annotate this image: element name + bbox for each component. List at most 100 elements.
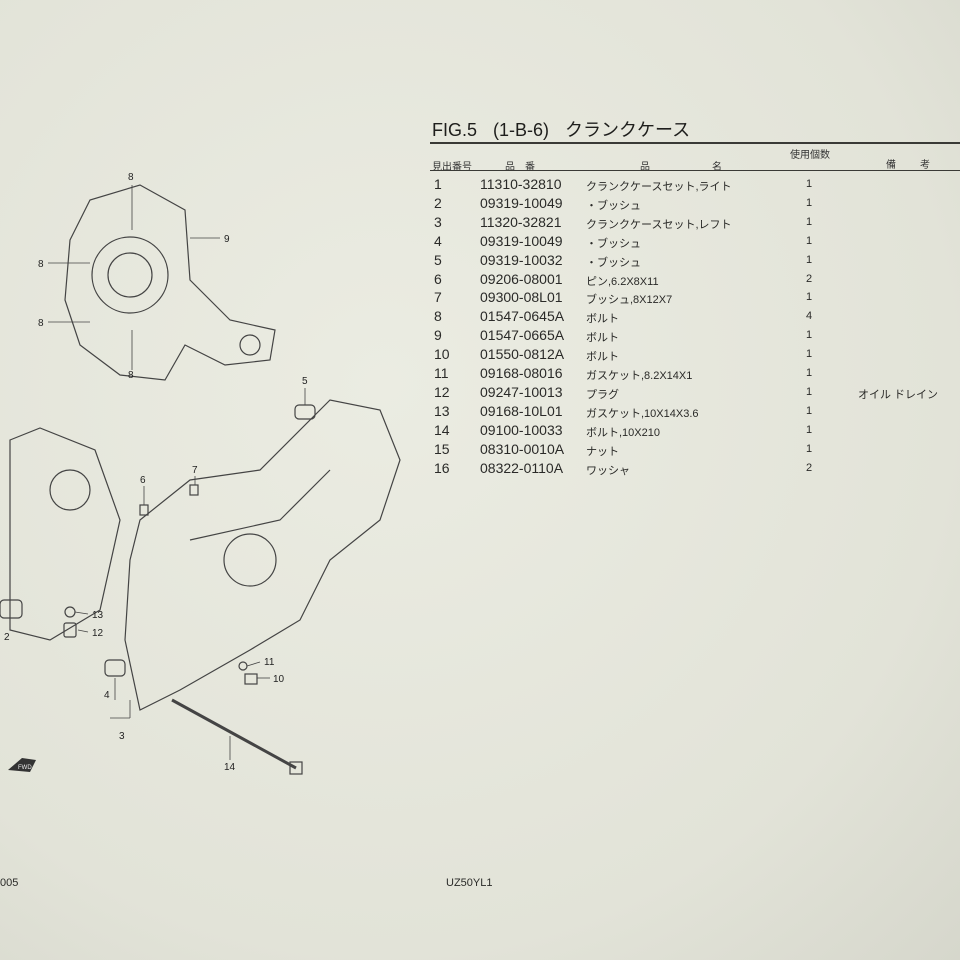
page-number: 005 (0, 877, 19, 889)
quantity: 1 (806, 215, 813, 228)
callout-5: 5 (302, 376, 308, 387)
col-ref-no: 見出番号 (432, 162, 472, 173)
ref-no: 3 (434, 213, 442, 230)
part-number: 09168-08016 (480, 365, 563, 381)
callout-8: 8 (38, 318, 44, 329)
table-row: 3 11320-32821 クランクケースセット,レフト 1 (430, 214, 960, 233)
table-row: 12 09247-10013 プラグ 1 オイル ドレイン (430, 384, 960, 403)
fwd-label: FWD (18, 765, 32, 771)
ref-no: 15 (434, 440, 450, 457)
ref-no: 8 (434, 308, 442, 325)
fig-number: FIG.5 (432, 120, 478, 140)
table-row: 1 11310-32810 クランクケースセット,ライト 1 (430, 176, 960, 195)
col-remarks-a: 備 (886, 160, 896, 171)
crankcase-left-outline (124, 399, 401, 711)
part-number: 01547-0665A (480, 327, 565, 344)
part-name: ピン,6.2X8X11 (586, 275, 659, 288)
callout-10: 10 (273, 674, 285, 685)
part-number: 11320-32821 (480, 213, 562, 230)
callout-8: 8 (128, 172, 134, 183)
callout-9: 9 (224, 234, 230, 245)
col-name-b: 名 (712, 162, 722, 173)
part-name: プラグ (586, 388, 619, 401)
header-rule (430, 170, 960, 171)
part-number: 01547-0645A (480, 308, 565, 325)
quantity: 1 (806, 234, 813, 247)
quantity: 1 (806, 196, 813, 209)
quantity: 2 (806, 461, 813, 474)
ref-no: 6 (434, 270, 442, 287)
part-name: ボルト (586, 351, 619, 364)
part-number: 09247-10013 (480, 383, 563, 400)
part-name: ガスケット,8.2X14X1 (586, 370, 693, 382)
crankcase-right-outline (64, 184, 276, 381)
part-name: クランクケースセット,レフト (586, 218, 732, 231)
ref-no: 7 (434, 289, 442, 306)
ref-no: 11 (434, 365, 449, 381)
ref-no: 5 (434, 251, 442, 268)
part-name: ボルト (586, 313, 619, 326)
callout-2: 2 (4, 632, 10, 643)
table-row: 14 09100-10033 ボルト,10X210 1 (430, 422, 960, 441)
table-row: 11 09168-08016 ガスケット,8.2X14X1 1 (430, 365, 960, 384)
fig-title: クランクケース (565, 120, 691, 140)
forward-arrow-icon: FWD (8, 758, 36, 772)
part-name: ガスケット,10X14X3.6 (586, 407, 699, 420)
part-number: 09206-08001 (480, 270, 563, 287)
exploded-diagram: 8 9 8 8 8 5 7 6 13 12 2 11 10 4 3 14 FWD (0, 172, 401, 775)
part-name: クランクケースセット,ライト (586, 181, 732, 193)
part-number: 11310-32810 (480, 176, 562, 192)
part-name: ・ブッシュ (586, 199, 641, 212)
part-name: ・ブッシュ (586, 256, 641, 269)
ref-no: 14 (434, 421, 450, 438)
col-name-a: 品 (640, 162, 650, 173)
ref-no: 9 (434, 327, 442, 344)
callout-14: 14 (224, 762, 236, 773)
quantity: 1 (806, 442, 813, 455)
callout-8: 8 (128, 370, 134, 381)
part-number: 09319-10032 (480, 251, 563, 268)
quantity: 1 (806, 423, 813, 436)
table-row: 5 09319-10032 ・ブッシュ 1 (430, 252, 960, 271)
col-remarks-b: 考 (920, 160, 930, 171)
table-row: 6 09206-08001 ピン,6.2X8X11 2 (430, 271, 960, 290)
ref-no: 16 (434, 459, 450, 476)
part-number: 09100-10033 (480, 421, 563, 438)
ref-no: 2 (434, 194, 442, 211)
part-number: 09319-10049 (480, 194, 563, 211)
quantity: 1 (806, 367, 813, 379)
ref-no: 4 (434, 232, 442, 249)
quantity: 1 (806, 385, 813, 398)
quantity: 2 (806, 272, 813, 285)
quantity: 1 (806, 348, 813, 361)
ref-no: 13 (434, 402, 450, 419)
remarks: オイル ドレイン (858, 388, 939, 401)
table-row: 2 09319-10049 ・ブッシュ 1 (430, 195, 960, 214)
callout-7: 7 (192, 465, 198, 476)
fig-code: (1-B-6) (493, 120, 550, 140)
quantity: 1 (806, 253, 813, 266)
ref-no: 1 (434, 176, 442, 192)
page-title: FIG.5 (1-B-6) クランクケース (432, 116, 706, 142)
callout-11: 11 (264, 657, 275, 668)
part-number: 01550-0812A (480, 346, 565, 363)
ref-no: 12 (434, 383, 450, 400)
title-rule (430, 142, 960, 144)
col-part-no: 品 番 (505, 162, 535, 173)
callout-8: 8 (38, 259, 44, 270)
part-number: 09319-10049 (480, 232, 563, 249)
crankcase-left-partial (9, 427, 121, 641)
part-name: ボルト,10X210 (586, 426, 660, 439)
part-name: ブッシュ,8X12X7 (586, 294, 673, 307)
part-number: 08310-0010A (480, 440, 565, 457)
part-name: ボルト (586, 332, 619, 345)
callout-3: 3 (119, 731, 125, 742)
quantity: 1 (806, 178, 813, 190)
